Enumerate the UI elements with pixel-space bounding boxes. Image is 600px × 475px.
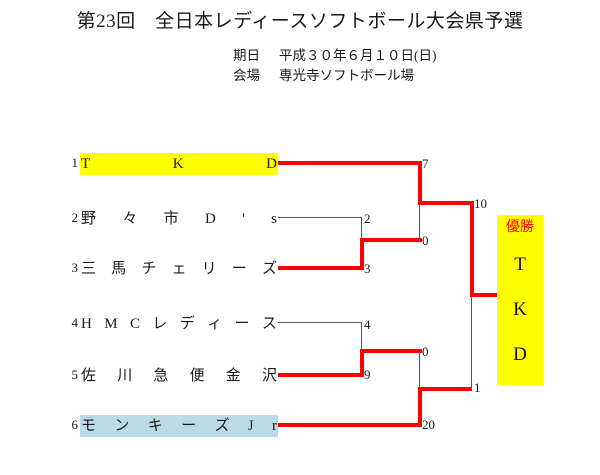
page-title: 第23回 全日本レディースソフトボール大会県予選 bbox=[76, 11, 524, 32]
connector-final-black bbox=[471, 291, 473, 389]
team-6-part-3: キ bbox=[147, 418, 163, 434]
seed-number-1: 1 bbox=[71, 155, 79, 170]
connector-lower-semifinal-red bbox=[418, 387, 422, 427]
team-3-part-3: チ bbox=[141, 261, 157, 277]
score-lower-semifinal-loser: 0 bbox=[422, 344, 429, 359]
line-team4-out bbox=[278, 322, 362, 324]
score-team4: 4 bbox=[364, 317, 371, 332]
event-date-label: 期日 bbox=[233, 48, 260, 63]
team-2-part-4: D bbox=[204, 211, 216, 227]
connector-match-a-black bbox=[361, 217, 363, 242]
score-upper-semifinal-winner: 10 bbox=[474, 196, 487, 211]
team-3-part-6: ー bbox=[231, 261, 247, 277]
team-6-part-1: モ bbox=[81, 418, 97, 434]
connector-upper-semifinal-red bbox=[418, 161, 422, 205]
connector-final-red bbox=[470, 201, 474, 297]
team-4-part-2: M bbox=[104, 316, 118, 332]
team-3-part-2: 馬 bbox=[111, 261, 127, 277]
champion-box: 優勝 T K D bbox=[497, 215, 543, 385]
event-date-line: 期日 平成３０年６月１０日(日) bbox=[233, 44, 437, 64]
line-team1-advance bbox=[278, 161, 422, 165]
team-6-part-6: J bbox=[247, 418, 254, 434]
team-5-part-5: 金 bbox=[225, 368, 241, 384]
team-5-part-1: 佐 bbox=[81, 368, 97, 384]
team-5-part-3: 急 bbox=[153, 368, 169, 384]
score-lower-semifinal-winner: 1 bbox=[474, 380, 481, 395]
team-3-part-4: ェ bbox=[171, 261, 187, 277]
team-4-part-3: C bbox=[129, 316, 140, 332]
team-2-part-6: s bbox=[271, 211, 277, 227]
seed-number-4: 4 bbox=[71, 315, 79, 330]
team-3-part-1: 三 bbox=[81, 261, 97, 277]
event-venue-line: 会場 専光寺ソフトボール場 bbox=[233, 64, 414, 84]
team-entry-1[interactable]: T K D bbox=[80, 153, 278, 175]
score-team6: 20 bbox=[422, 417, 435, 432]
score-team2: 2 bbox=[364, 211, 371, 226]
team-1-part-3: D bbox=[266, 156, 277, 172]
connector-match-b-red bbox=[360, 349, 364, 377]
score-team3: 3 bbox=[364, 261, 371, 276]
team-4-part-7: ー bbox=[234, 316, 250, 332]
team-1-part-2: K bbox=[172, 156, 184, 172]
event-venue-label: 会場 bbox=[233, 68, 260, 83]
team-5-part-4: 便 bbox=[189, 368, 205, 384]
event-venue-value: 専光寺ソフトボール場 bbox=[279, 68, 414, 83]
seed-number-6: 6 bbox=[71, 417, 79, 432]
team-3-part-7: ズ bbox=[261, 261, 277, 277]
line-team6-advance bbox=[278, 423, 422, 427]
champion-letter-3: D bbox=[513, 344, 527, 365]
line-lower-semifinal-winner bbox=[418, 387, 472, 391]
team-3-part-5: リ bbox=[201, 261, 217, 277]
team-6-part-5: ズ bbox=[214, 418, 230, 434]
team-5-part-2: 川 bbox=[117, 368, 133, 384]
connector-match-a-red bbox=[360, 238, 364, 270]
line-team2-out bbox=[278, 217, 362, 219]
connector-upper-semifinal-black bbox=[419, 201, 421, 242]
team-entry-2[interactable]: 野 々 市 D ' s bbox=[80, 208, 278, 230]
team-entry-6[interactable]: モ ン キ ー ズ J r bbox=[80, 415, 278, 437]
seed-number-2: 2 bbox=[71, 210, 79, 225]
team-entry-3[interactable]: 三 馬 チ ェ リ ー ズ bbox=[80, 258, 278, 280]
score-team1: 7 bbox=[422, 156, 429, 171]
champion-letter-2: K bbox=[513, 299, 527, 320]
connector-match-b-black bbox=[361, 322, 363, 352]
team-5-part-6: 沢 bbox=[261, 368, 277, 384]
event-date-value: 平成３０年６月１０日(日) bbox=[279, 48, 437, 63]
team-entry-4[interactable]: H M C レ デ ィ ー ス bbox=[80, 313, 278, 335]
team-6-part-7: r bbox=[271, 418, 277, 434]
team-2-part-1: 野 bbox=[81, 211, 97, 227]
team-4-part-4: レ bbox=[152, 316, 168, 332]
line-team5-advance bbox=[278, 373, 364, 377]
team-entry-5[interactable]: 佐 川 急 便 金 沢 bbox=[80, 365, 278, 387]
team-6-part-2: ン bbox=[114, 418, 130, 434]
team-2-part-5: ' bbox=[242, 211, 245, 227]
line-upper-semifinal-winner bbox=[418, 201, 472, 205]
champion-letter-1: T bbox=[514, 254, 526, 275]
team-4-part-5: デ bbox=[179, 316, 195, 332]
team-6-part-4: ー bbox=[181, 418, 197, 434]
team-2-part-2: 々 bbox=[122, 211, 138, 227]
score-team5: 9 bbox=[364, 367, 371, 382]
score-upper-semifinal-loser: 0 bbox=[422, 233, 429, 248]
team-2-part-3: 市 bbox=[163, 211, 179, 227]
seed-number-5: 5 bbox=[71, 367, 79, 382]
team-4-part-6: ィ bbox=[207, 316, 223, 332]
team-4-part-8: ス bbox=[261, 316, 277, 332]
line-matchB-winner-advance bbox=[360, 349, 422, 353]
champion-label: 優勝 bbox=[506, 220, 534, 235]
seed-number-3: 3 bbox=[71, 260, 79, 275]
line-matchA-winner-advance bbox=[360, 238, 422, 242]
line-team3-advance bbox=[278, 266, 364, 270]
team-4-part-1: H bbox=[81, 316, 92, 332]
connector-lower-semifinal-black bbox=[419, 349, 421, 391]
line-final-winner-to-champion bbox=[470, 293, 500, 297]
team-1-part-1: T bbox=[81, 156, 91, 172]
